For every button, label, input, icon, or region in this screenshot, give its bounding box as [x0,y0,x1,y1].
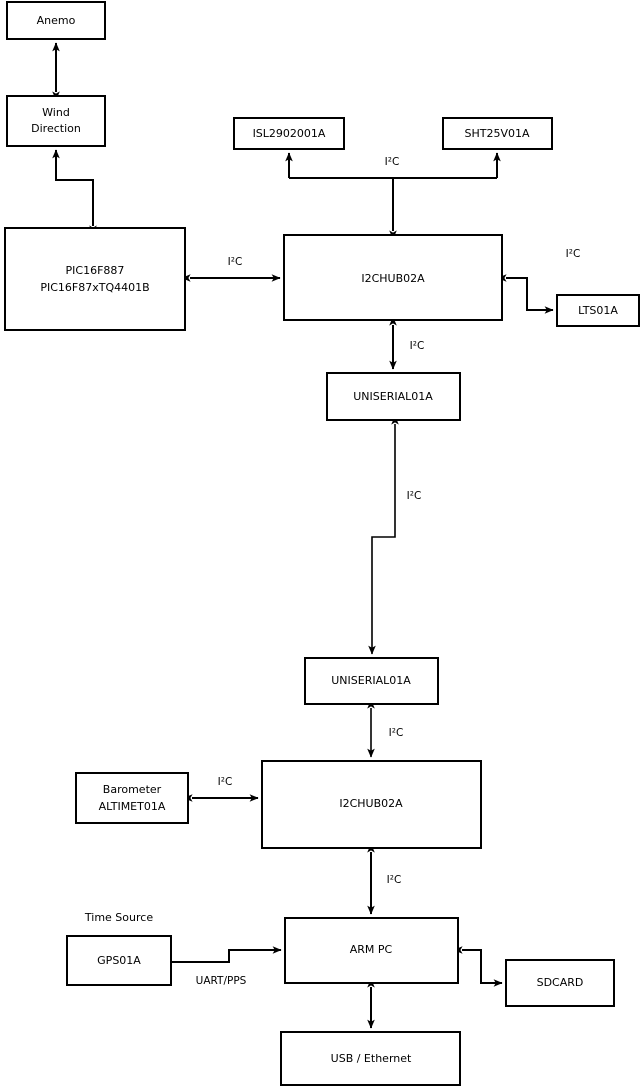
node-wind-direction[interactable]: Wind Direction [6,95,106,147]
connector-pic-to-wind [52,149,97,235]
node-anemo-label: Anemo [37,14,76,27]
edge-label-hub-uniserial-top: I²C [410,340,425,352]
edge-label-pic-hub: I²C [228,256,243,268]
edge-label-gps-armpc: UART/PPS [196,975,247,987]
node-gps01a-box[interactable] [66,935,172,986]
node-i2chub02a-top[interactable]: I2CHUB02A [283,234,503,321]
node-i2chub02a-top-label: I2CHUB02A [361,272,425,285]
edge-label-uniserial-link: I²C [407,490,422,502]
node-uniserial01a-bottom-label: UNISERIAL01A [331,674,411,687]
node-wind-direction-label-line2: Direction [31,122,81,135]
node-anemo[interactable]: Anemo [6,1,106,40]
node-arm-pc-box[interactable] [284,917,459,984]
node-sdcard-box[interactable] [505,959,615,1007]
connector-gps-to-armpc [171,946,282,963]
node-pic-label-line1: PIC16F887 [66,264,125,277]
edge-label-barometer-hub: I²C [218,776,233,788]
node-arm-pc[interactable]: ARM PC [284,917,459,984]
node-i2chub02a-top-box[interactable] [283,234,503,321]
node-isl2902001a-label: ISL2902001A [253,127,326,140]
node-wind-direction-box[interactable] [6,95,106,147]
connector-armpc-to-sdcard [453,946,503,987]
edge-label-uniserial-hub-bot: I²C [389,727,404,739]
node-sht25v01a[interactable]: SHT25V01A [442,117,553,150]
edge-label-sensor-bus: I²C [385,156,400,168]
node-barometer[interactable]: Barometer ALTIMET01A [75,772,189,824]
node-barometer-box[interactable] [75,772,189,824]
node-isl2902001a[interactable]: ISL2902001A [233,117,345,150]
node-i2chub02a-bottom[interactable]: I2CHUB02A [261,760,482,849]
node-sht25v01a-box[interactable] [442,117,553,150]
node-uniserial01a-top-box[interactable] [326,372,461,421]
node-i2chub02a-bottom-label: I2CHUB02A [339,797,403,810]
node-sht25v01a-label: SHT25V01A [464,127,529,140]
node-sdcard[interactable]: SDCARD [505,959,615,1007]
node-lts01a-label: LTS01A [578,304,618,317]
node-arm-pc-label: ARM PC [350,943,393,956]
node-barometer-label-line2: ALTIMET01A [99,800,166,813]
label-time-source: Time Source [84,911,153,924]
edge-label-hub-lts: I²C [566,248,581,260]
connector-uniserial-link [368,415,399,655]
node-sdcard-label: SDCARD [537,976,584,989]
edge-label-hub-armpc: I²C [387,874,402,886]
node-usb-ethernet[interactable]: USB / Ethernet [280,1031,461,1086]
node-isl2902001a-box[interactable] [233,117,345,150]
connector-hub-top-to-lts [497,274,554,314]
node-lts01a-box[interactable] [556,294,640,327]
node-uniserial01a-bottom-box[interactable] [304,657,439,705]
node-gps01a-label: GPS01A [97,954,141,967]
node-pic-box[interactable] [4,227,186,331]
node-i2chub02a-bottom-box[interactable] [261,760,482,849]
node-pic-microcontroller[interactable]: PIC16F887 PIC16F87xTQ4401B [4,227,186,331]
node-usb-ethernet-box[interactable] [280,1031,461,1086]
node-uniserial01a-top-label: UNISERIAL01A [353,390,433,403]
node-pic-label-line2: PIC16F87xTQ4401B [40,281,149,294]
node-gps01a[interactable]: GPS01A [66,935,172,986]
node-lts01a[interactable]: LTS01A [556,294,640,327]
node-barometer-label-line1: Barometer [103,783,162,796]
node-anemo-box[interactable] [6,1,106,40]
node-usb-ethernet-label: USB / Ethernet [331,1052,412,1065]
node-uniserial01a-top[interactable]: UNISERIAL01A [326,372,461,421]
node-wind-direction-label-line1: Wind [42,106,70,119]
node-uniserial01a-bottom[interactable]: UNISERIAL01A [304,657,439,705]
